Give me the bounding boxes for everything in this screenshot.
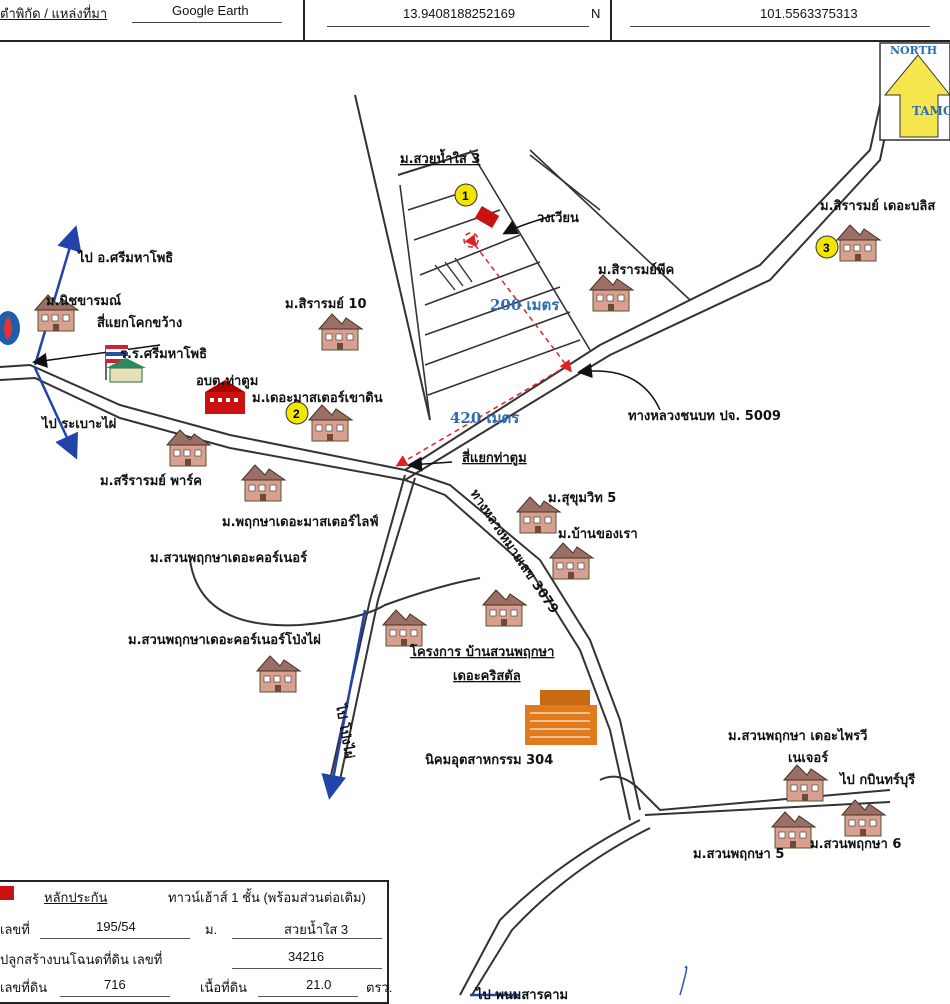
label-sukhumvit5: ม.สุขุมวิท 5 (548, 491, 616, 506)
school-icon (105, 345, 146, 383)
legend-area: 21.0 (306, 977, 332, 992)
label-road-5009: ทางหลวงชนบท ปจ. 5009 (628, 409, 781, 424)
label-corner-pongphai: ม.สวนพฤกษาเดอะคอร์เนอร์โป่งไผ่ (128, 631, 321, 648)
direction-arrows (33, 225, 520, 997)
label-distance-420: 420 เมตร (450, 409, 520, 427)
legend-area-label: เนื้อที่ดิน (200, 980, 248, 995)
label-corner: ม.สวนพฤกษาเดอะคอร์เนอร์ (150, 550, 307, 566)
marker-1: 1 (462, 189, 469, 203)
label-project-line1: โครงการ บ้านสวนพฤกษา (409, 643, 554, 660)
label-pleasure-line1: ม.สวนพฤกษา เดอะไพรวี (728, 727, 867, 744)
industrial-building-icon (525, 690, 597, 745)
marker-2: 2 (293, 407, 300, 421)
label-project-line2: เดอะคริสตัล (453, 669, 521, 684)
map-labels: ม.สวยน้ำใส 3 วงเวียน ม.สิรารมย์พีค ม.สิร… (40, 148, 935, 1000)
marker-3: 3 (823, 241, 830, 255)
north-logo: TAMC (912, 104, 950, 118)
label-distance-200: 200 เมตร (490, 296, 560, 314)
label-baan-khong-rao: ม.บ้านของเรา (558, 526, 638, 542)
collateral-marker (474, 205, 500, 229)
legend-collateral: หลักประกัน (44, 890, 108, 905)
label-siraram-peak: ม.สิรารมย์พีค (598, 262, 674, 278)
roads (0, 49, 904, 996)
north-indicator: NORTH TAMC (879, 42, 950, 141)
house-icon (783, 764, 828, 802)
legend-moo: สวยน้ำใส 3 (284, 922, 349, 937)
label-sriraram-park: ม.สรีรารมย์ พาร์ค (100, 473, 202, 489)
legend-house-no: 195/54 (96, 919, 136, 934)
north-label: NORTH (890, 44, 937, 57)
house-icon (841, 799, 886, 837)
house-icon (256, 655, 301, 693)
label-khok-khwang: สี่แยกโคกขว้าง (97, 313, 182, 331)
latitude-value: 13.9408188252169 (403, 6, 516, 21)
property-legend: หลักประกัน ทาวน์เฮ้าส์ 1 ชั้น (พร้อมส่วน… (0, 880, 393, 1004)
legend-land-no: 716 (104, 977, 126, 992)
header-bar: ตำพิกัด / แหล่งที่มา Google Earth 13.940… (0, 0, 950, 42)
label-industrial: นิคมอุตสาหกรรม 304 (425, 753, 553, 768)
house-icon (771, 811, 816, 849)
pointer-arrows (32, 214, 661, 472)
longitude-cell: 101.5563375313 (610, 0, 950, 40)
label-to-phanom: ไป พนมสารคาม (474, 986, 568, 1000)
longitude-value: 101.5563375313 (760, 6, 858, 21)
label-master-khaodin: ม.เดอะมาสเตอร์เขาดิน (252, 390, 383, 406)
legend-area-unit: ตรว. (366, 980, 393, 995)
label-roundabout: วงเวียน (537, 210, 579, 226)
house-icon (166, 429, 211, 467)
label-to-kabin: ไป กบินทร์บุรี (838, 771, 915, 788)
collateral-swatch (0, 886, 14, 900)
house-icon (318, 313, 363, 351)
label-siraram-bliss: ม.สิรารมย์ เดอะบลิส (820, 198, 935, 214)
gas-station-icon (0, 311, 20, 345)
label-tatum-junction: สี่แยกท่าตูม (462, 448, 527, 466)
route-dashed (395, 232, 572, 467)
pen-mark (679, 965, 688, 996)
office-building-icon (205, 380, 245, 414)
source-cell: ตำพิกัด / แหล่งที่มา Google Earth (0, 0, 305, 40)
label-to-rabao: ไป ระเบาะไผ่ (40, 415, 116, 432)
label-school: ร.ร.ศรีมหาโพธิ (120, 345, 207, 362)
house-icon (549, 542, 594, 580)
house-icon (589, 274, 634, 312)
label-obt: อบต.ท่าตูม (196, 374, 258, 389)
legend-deed: 34216 (288, 949, 325, 964)
house-icon (836, 224, 881, 262)
house-icon (482, 589, 527, 627)
source-value: Google Earth (172, 3, 249, 18)
latitude-direction: N (591, 6, 601, 21)
house-icon (308, 404, 353, 442)
label-siraram10: ม.สิรารมย์ 10 (285, 296, 367, 312)
label-pruksa5: ม.สวนพฤกษา 5 (693, 847, 784, 862)
legend-land-no-label: เลขที่ดิน (0, 980, 48, 995)
house-icon (241, 464, 286, 502)
label-suay-nam-sai: ม.สวยน้ำใส 3 (400, 148, 480, 167)
label-pleasure-line2: เนเจอร์ (788, 750, 828, 766)
numbered-markers: 1 2 3 (285, 183, 839, 425)
latitude-cell: 13.9408188252169 N (303, 0, 612, 40)
label-pruksa-life: ม.พฤกษาเดอะมาสเตอร์ไลฟ์ (222, 513, 379, 530)
legend-moo-label: ม. (205, 922, 218, 937)
label-to-srimahaphot: ไป อ.ศรีมหาโพธิ (76, 249, 173, 266)
label-pruksa6: ม.สวนพฤกษา 6 (810, 837, 901, 852)
house-icon (382, 609, 427, 647)
location-label: ตำพิกัด / แหล่งที่มา (0, 6, 108, 21)
legend-type: ทาวน์เฮ้าส์ 1 ชั้น (พร้อมส่วนต่อเติม) (168, 890, 366, 905)
label-nitcharamon: ม.นิชขารมณ์ (46, 293, 121, 309)
legend-deed-label: ปลูกสร้างบนโฉนดที่ดิน เลขที่ (0, 952, 163, 967)
legend-house-no-label: เลขที่ (0, 922, 30, 937)
